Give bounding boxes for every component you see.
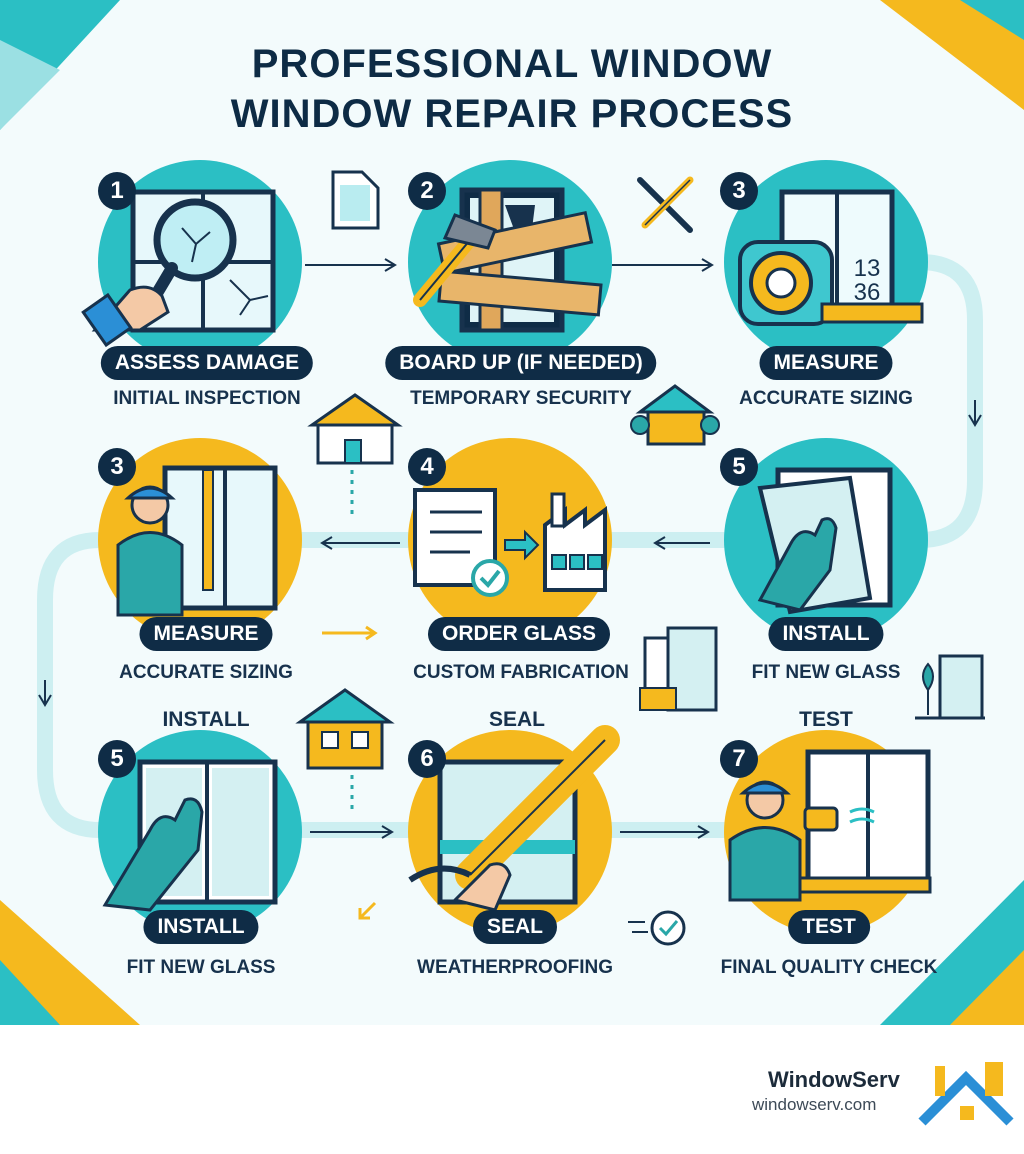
corner-decor-bottom-left bbox=[0, 900, 140, 1025]
step-3-label: MEASURE bbox=[759, 346, 893, 380]
wood-plank-icon bbox=[436, 210, 594, 276]
step-3b-label: MEASURE bbox=[139, 617, 273, 651]
check-icon bbox=[471, 559, 509, 597]
wrench-screwdriver-icon bbox=[637, 176, 694, 233]
window-tree-icon bbox=[915, 654, 985, 720]
glove-icon-2 bbox=[102, 797, 204, 912]
step-3-subtitle: ACCURATE SIZING bbox=[739, 388, 913, 409]
arrow-down-left bbox=[38, 680, 52, 707]
corner-decor-bottom-right-yellow bbox=[950, 950, 1024, 1025]
step-4-subtitle: CUSTOM FABRICATION bbox=[413, 662, 629, 683]
measure-digits-top: 13 bbox=[854, 255, 881, 282]
arrow-down-right bbox=[968, 400, 982, 427]
thermal-scanner-icon bbox=[803, 806, 839, 832]
title-line-2: WINDOW REPAIR PROCESS bbox=[230, 92, 794, 136]
step-5-illustration bbox=[724, 438, 928, 642]
step-6-subtitle: WEATHERPROOFING bbox=[417, 957, 613, 978]
arrow-right-icon bbox=[504, 529, 540, 561]
step-1-label: ASSESS DAMAGE bbox=[100, 346, 314, 380]
install-illustration bbox=[98, 730, 302, 934]
glove-icon bbox=[757, 517, 838, 612]
step-7-subtitle: FINAL QUALITY CHECK bbox=[720, 957, 938, 978]
step-1-subtitle: INITIAL INSPECTION bbox=[113, 388, 301, 409]
house-icon-3 bbox=[295, 688, 395, 770]
hand-icon-2 bbox=[452, 862, 512, 912]
step-number-3b: 3 bbox=[98, 448, 136, 486]
step-number-6: 6 bbox=[408, 740, 446, 778]
step-5b-subtitle: FIT NEW GLASS bbox=[126, 957, 276, 978]
step-number-7: 7 bbox=[720, 740, 758, 778]
step-5b-label: INSTALL bbox=[143, 910, 259, 944]
step-5-label: INSTALL bbox=[768, 617, 884, 651]
corner-decor-top-right-teal bbox=[960, 0, 1024, 40]
step-5-subtitle: FIT NEW GLASS bbox=[751, 662, 901, 683]
arrow-step5-to-step4 bbox=[653, 536, 710, 550]
arrow-step2-to-step3 bbox=[612, 258, 714, 272]
glass-panel-icon bbox=[639, 626, 718, 712]
brand-url: windowserv.com bbox=[752, 1095, 877, 1114]
house-icon-2 bbox=[630, 384, 720, 446]
ruler-icon bbox=[202, 469, 214, 591]
step-3-illustration: 13 36 bbox=[724, 160, 928, 364]
step-2-subtitle: TEMPORARY SECURITY bbox=[410, 388, 632, 409]
heading-install: INSTALL bbox=[162, 708, 250, 731]
worker-measuring-illustration bbox=[98, 438, 302, 642]
corner-decor-top-left-light bbox=[0, 40, 60, 130]
step-number-5b: 5 bbox=[98, 740, 136, 778]
step-2-label: BOARD UP (IF NEEDED) bbox=[385, 346, 657, 380]
step-number-5: 5 bbox=[720, 448, 758, 486]
measure-digits-bottom: 36 bbox=[854, 279, 881, 306]
step-6-illustration bbox=[408, 725, 620, 934]
step-3b-subtitle: ACCURATE SIZING bbox=[119, 662, 293, 683]
step-6-label: SEAL bbox=[472, 910, 558, 944]
stopwatch-check-icon bbox=[628, 910, 686, 946]
arrow-step4-to-step3 bbox=[320, 536, 400, 550]
level-icon bbox=[788, 876, 932, 894]
step-1-illustration bbox=[81, 160, 302, 364]
yellow-arrow-icon bbox=[322, 625, 378, 641]
brand-name: WindowServ bbox=[768, 1067, 900, 1092]
document-pane-icon bbox=[331, 170, 380, 230]
step-4-label: ORDER GLASS bbox=[427, 617, 611, 651]
flow-arrows bbox=[38, 258, 982, 839]
corner-decor-top-right bbox=[880, 0, 1024, 110]
magnifier-icon bbox=[153, 198, 237, 282]
step-7-label: TEST bbox=[788, 910, 870, 944]
step-number-3: 3 bbox=[720, 172, 758, 210]
yellow-arrow-icon-2 bbox=[358, 901, 377, 920]
step-2-illustration bbox=[408, 160, 612, 364]
house-icon bbox=[307, 393, 403, 465]
step-number-4: 4 bbox=[408, 448, 446, 486]
corner-decor-bottom-left-teal bbox=[0, 960, 60, 1025]
house-logo-icon bbox=[918, 1062, 1014, 1126]
arrow-seal-to-test bbox=[620, 825, 710, 839]
heading-test: TEST bbox=[799, 708, 853, 731]
heading-seal: SEAL bbox=[488, 708, 546, 731]
arrow-step1-to-step2 bbox=[305, 258, 397, 272]
title-line-1: PROFESSIONAL WINDOW bbox=[251, 42, 773, 86]
step-7-illustration bbox=[724, 730, 932, 934]
step-number-1: 1 bbox=[98, 172, 136, 210]
step-number-2: 2 bbox=[408, 172, 446, 210]
step-4-illustration bbox=[408, 438, 612, 642]
arrow-install-to-seal bbox=[310, 825, 394, 839]
